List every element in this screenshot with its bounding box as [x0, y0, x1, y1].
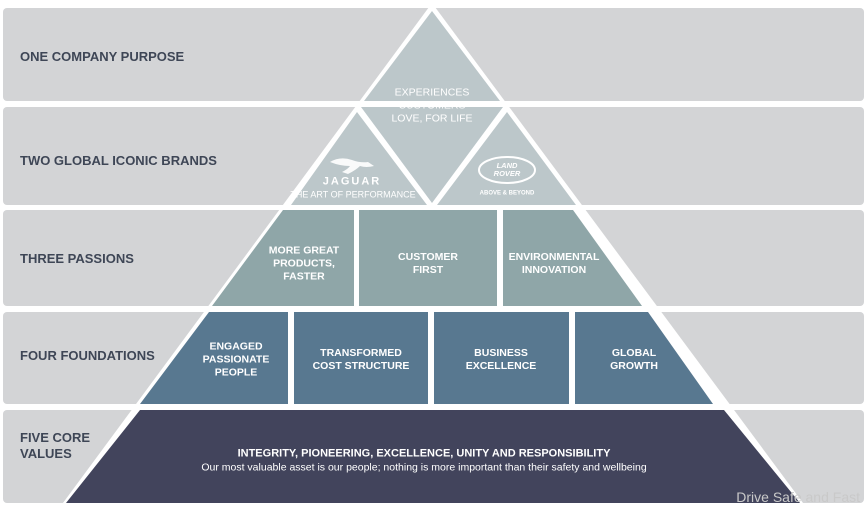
row-label-brands: TWO GLOBAL ICONIC BRANDS — [20, 153, 217, 168]
land-rover-tagline: ABOVE & BEYOND — [479, 190, 535, 197]
foundation-3-text: BUSINESS EXCELLENCE — [465, 347, 537, 372]
values-title: INTEGRITY, PIONEERING, EXCELLENCE, UNITY… — [237, 447, 611, 460]
jaguar-leaper-logo — [330, 158, 374, 174]
passion-box-1 — [212, 210, 354, 306]
passion-2-text: CUSTOMER FIRST — [398, 251, 458, 276]
watermark: Drive Safe and Fast — [736, 489, 860, 505]
foundation-box-4 — [575, 312, 713, 404]
foundation-box-3 — [434, 312, 569, 404]
values-subtitle: Our most valuable asset is our people; n… — [201, 461, 647, 474]
land-rover-name: LAND ROVER — [493, 161, 521, 178]
foundation-4-text: GLOBAL GROWTH — [610, 347, 658, 372]
middle-triangle — [361, 107, 503, 203]
foundation-box-2 — [294, 312, 428, 404]
jaguar-triangle — [291, 112, 427, 205]
purpose-triangle — [364, 11, 500, 101]
values-box — [66, 410, 800, 503]
foundation-1-text: ENGAGED PASSIONATE PEOPLE — [202, 340, 270, 379]
row-label-purpose: ONE COMPANY PURPOSE — [20, 49, 185, 64]
land-rover-oval-logo — [478, 156, 536, 184]
row-label-foundations: FOUR FOUNDATIONS — [20, 348, 155, 363]
jaguar-name: JAGUAR — [322, 175, 382, 188]
passion-box-2 — [359, 210, 497, 306]
passion-3-text: ENVIRONMENTAL INNOVATION — [508, 251, 600, 276]
land-rover-triangle — [437, 112, 576, 205]
passion-1-text: MORE GREAT PRODUCTS, FASTER — [268, 244, 340, 283]
purpose-text: EXPERIENCES CUSTOMERS LOVE, FOR LIFE — [391, 86, 473, 125]
jaguar-tagline: THE ART OF PERFORMANCE — [290, 189, 416, 200]
row-label-values: FIVE CORE VALUES — [20, 430, 91, 461]
foundation-2-text: TRANSFORMED COST STRUCTURE — [312, 347, 410, 372]
row-label-passions: THREE PASSIONS — [20, 251, 134, 266]
foundation-box-1 — [140, 312, 288, 404]
passion-box-3 — [503, 210, 642, 306]
